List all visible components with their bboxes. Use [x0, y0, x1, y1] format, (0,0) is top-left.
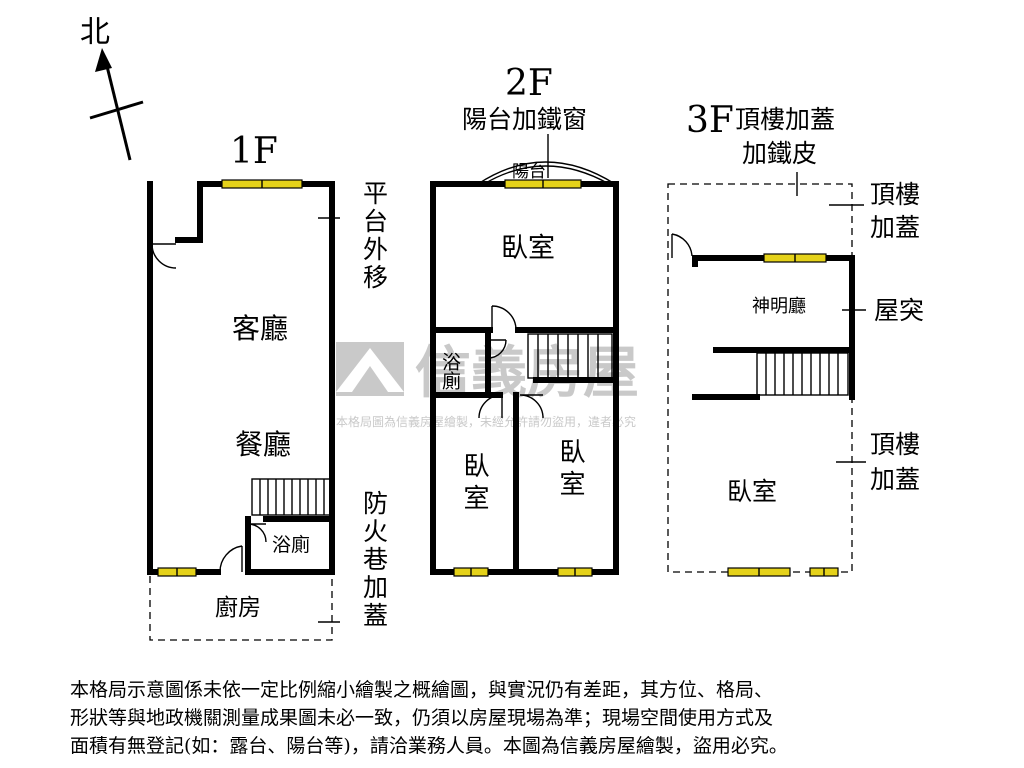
- door-bath-2f: [487, 339, 507, 359]
- door-3f: [671, 233, 693, 258]
- door-bedroom-top-2f: [491, 305, 517, 331]
- room-bedroom-3f: 臥室: [727, 477, 777, 506]
- floor-3f: 3F 頂樓加蓋 加鐵皮: [667, 100, 924, 577]
- door-bedroom-left-2f: [478, 394, 503, 419]
- north-arrow-icon: [89, 48, 144, 161]
- compass-label: 北: [80, 15, 110, 50]
- room-kitchen: 廚房: [215, 595, 261, 621]
- note-rooftop-right-top-line2: 加蓋: [870, 213, 920, 242]
- note-iron-sheet: 加鐵皮: [742, 139, 817, 168]
- floor-2f: 2F 陽台加鐵窗 陽台: [430, 63, 619, 577]
- note-firelane: 防火巷加蓋: [360, 490, 389, 630]
- door-entry-1f: [151, 243, 177, 269]
- note-balcony-window: 陽台加鐵窗: [462, 105, 587, 134]
- stairs-3f: [756, 352, 849, 396]
- room-living: 客廳: [232, 312, 288, 345]
- window-2f-bottom-right: [557, 567, 593, 577]
- room-balcony: 陽台: [512, 162, 546, 182]
- room-bedroom-right-2f: 臥室: [555, 438, 585, 502]
- note-rooftop-right-bottom-line1: 頂樓: [870, 430, 920, 459]
- room-bath-2f: 浴廁: [439, 352, 461, 391]
- window-3f-bottom-left: [727, 567, 791, 577]
- window-3f-top: [763, 253, 827, 263]
- room-dining: 餐廳: [235, 428, 291, 461]
- room-bedroom-top-2f: 臥室: [501, 233, 555, 264]
- floor-3f-title: 3F: [686, 100, 734, 141]
- door-bedroom-right-2f: [519, 394, 544, 419]
- floor-1f: 1F: [147, 131, 389, 641]
- door-bath-1f: [247, 523, 267, 543]
- room-bedroom-left-2f: 臥室: [459, 452, 489, 516]
- stairs-2f: [527, 333, 613, 379]
- stairs-1f: [251, 478, 333, 516]
- note-penthouse: 屋突: [874, 296, 924, 325]
- door-kitchen-1f: [219, 545, 243, 573]
- window-1f-bottom: [157, 567, 197, 577]
- floor-2f-title: 2F: [505, 63, 553, 104]
- room-bath-1f: 浴廁: [272, 533, 310, 556]
- note-rooftop-addition: 頂樓加蓋: [735, 105, 835, 134]
- note-platform: 平台外移: [360, 180, 389, 292]
- watermark-notice: 本格局圖為信義房屋繪製，未經允許請勿盜用，違者必究: [336, 414, 636, 429]
- floor-1f-title: 1F: [230, 131, 278, 172]
- window-2f-bottom-left: [453, 567, 489, 577]
- disclaimer-text: 本格局示意圖係未依一定比例縮小繪製之概繪圖，與實況仍有差距，其方位、格局、 形狀…: [70, 679, 788, 757]
- note-rooftop-right-bottom-line2: 加蓋: [870, 465, 920, 494]
- window-1f-top: [221, 179, 303, 189]
- note-rooftop-right-top-line1: 頂樓: [870, 180, 920, 209]
- window-2f-top: [504, 179, 582, 189]
- room-shrine: 神明廳: [752, 296, 806, 317]
- brand-logo-icon: [336, 342, 404, 396]
- window-3f-bottom-right: [809, 567, 839, 577]
